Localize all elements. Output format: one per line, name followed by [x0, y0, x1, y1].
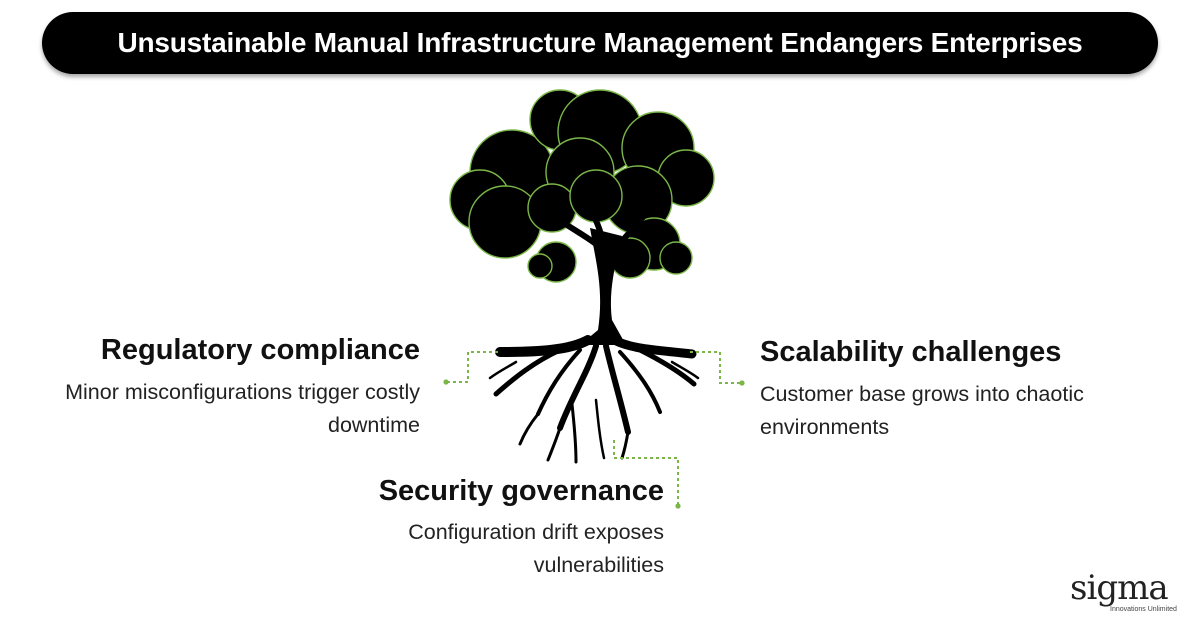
logo-tagline: Innovations Unlimited [1110, 606, 1177, 613]
title-banner: Unsustainable Manual Infrastructure Mana… [42, 12, 1158, 74]
tree-roots [488, 335, 700, 464]
scalability-challenges-description: Customer base grows into chaotic environ… [760, 382, 1084, 439]
connector-dots [443, 379, 745, 509]
tree-trunk [580, 228, 626, 345]
regulatory-compliance-description: Minor misconfigurations trigger costly d… [65, 380, 420, 437]
page-title: Unsustainable Manual Infrastructure Mana… [117, 27, 1083, 58]
security-governance-heading: Security governance [378, 475, 664, 507]
logo-wordmark: sigma [1070, 568, 1169, 608]
regulatory-compliance-heading: Regulatory compliance [100, 334, 420, 366]
tree-branches [549, 193, 653, 253]
scalability-challenges-heading: Scalability challenges [760, 336, 1062, 368]
security-governance-description: Configuration drift exposes vulnerabilit… [408, 520, 664, 577]
connector-lines [446, 351, 742, 506]
sigma-logo: sigma Innovations Unlimited [1070, 568, 1185, 618]
tree-canopy [449, 89, 715, 283]
